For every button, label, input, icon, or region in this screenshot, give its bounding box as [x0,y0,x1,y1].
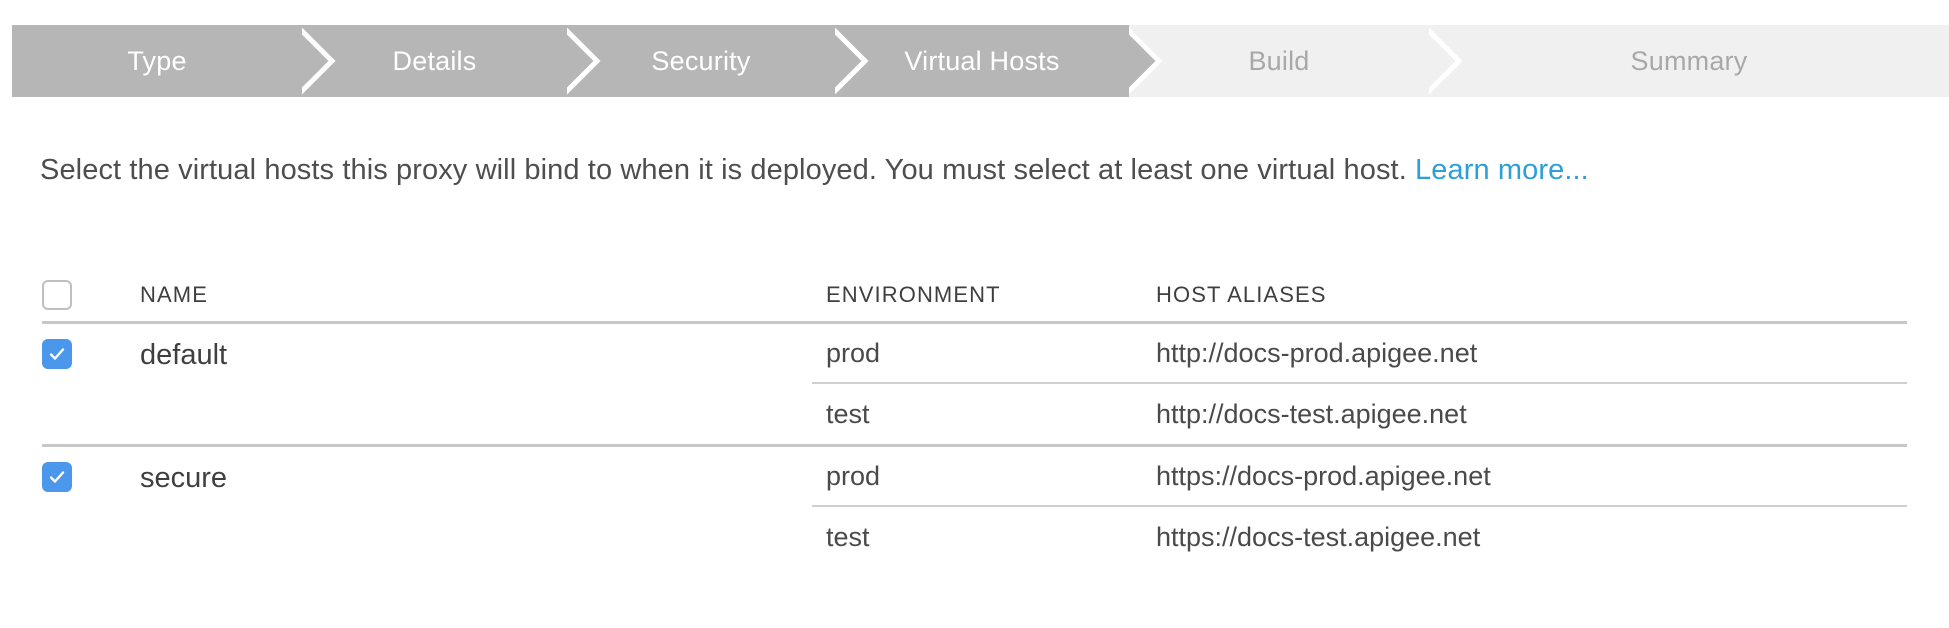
host-alias-value: https://docs-prod.apigee.net [1142,447,1907,507]
row-select-cell [42,462,112,492]
environment-value: prod [812,447,1142,507]
column-header-environment: ENVIRONMENT [826,281,1001,307]
environment-row: test https://docs-test.apigee.net [812,507,1907,567]
row-select-cell [42,339,112,369]
wizard-step-details[interactable]: Details [302,25,603,97]
learn-more-link[interactable]: Learn more... [1415,154,1589,186]
description-text: Select the virtual hosts this proxy will… [40,154,1407,186]
host-alias-value: http://docs-test.apigee.net [1156,398,1467,429]
host-alias-value: http://docs-prod.apigee.net [1142,324,1907,384]
select-all-cell [42,279,112,310]
wizard-breadcrumb: Type Details Security Virtual Hosts Build Sum… [12,25,1949,97]
table-header-row: NAME ENVIRONMENT HOST ALIASES [42,268,1907,324]
virtual-host-identity: secure [42,447,812,567]
wizard-step-label: Virtual Hosts [904,45,1060,76]
wizard-step-build[interactable]: Build [1129,25,1465,97]
row-checkbox-secure[interactable] [42,462,72,492]
environment-value: test [826,398,870,429]
wizard-step-label: Build [1248,45,1310,76]
wizard-step-label: Summary [1630,45,1748,76]
virtual-hosts-table: NAME ENVIRONMENT HOST ALIASES default pro… [42,268,1907,567]
wizard-step-label: Details [392,45,477,76]
wizard-step-label: Type [127,45,187,76]
column-header-host-aliases: HOST ALIASES [1156,281,1327,307]
wizard-step-security[interactable]: Security [567,25,871,97]
environment-row: test http://docs-test.apigee.net [812,384,1907,444]
wizard-step-summary[interactable]: Summary [1429,25,1949,97]
wizard-step-virtual-hosts[interactable]: Virtual Hosts [835,25,1165,97]
environment-value: prod [812,324,1142,384]
wizard-step-label: Security [651,45,751,76]
host-alias-value: https://docs-test.apigee.net [1156,521,1481,552]
virtual-host-identity: default [42,324,812,444]
wizard-step-type[interactable]: Type [12,25,338,97]
column-header-name: NAME [140,281,208,307]
virtual-host-name: default [140,339,228,371]
environment-value: test [826,521,870,552]
row-checkbox-default[interactable] [42,339,72,369]
virtual-host-name: secure [140,462,228,494]
page-description: Select the virtual hosts this proxy will… [40,154,1589,187]
select-all-checkbox[interactable] [42,279,72,310]
